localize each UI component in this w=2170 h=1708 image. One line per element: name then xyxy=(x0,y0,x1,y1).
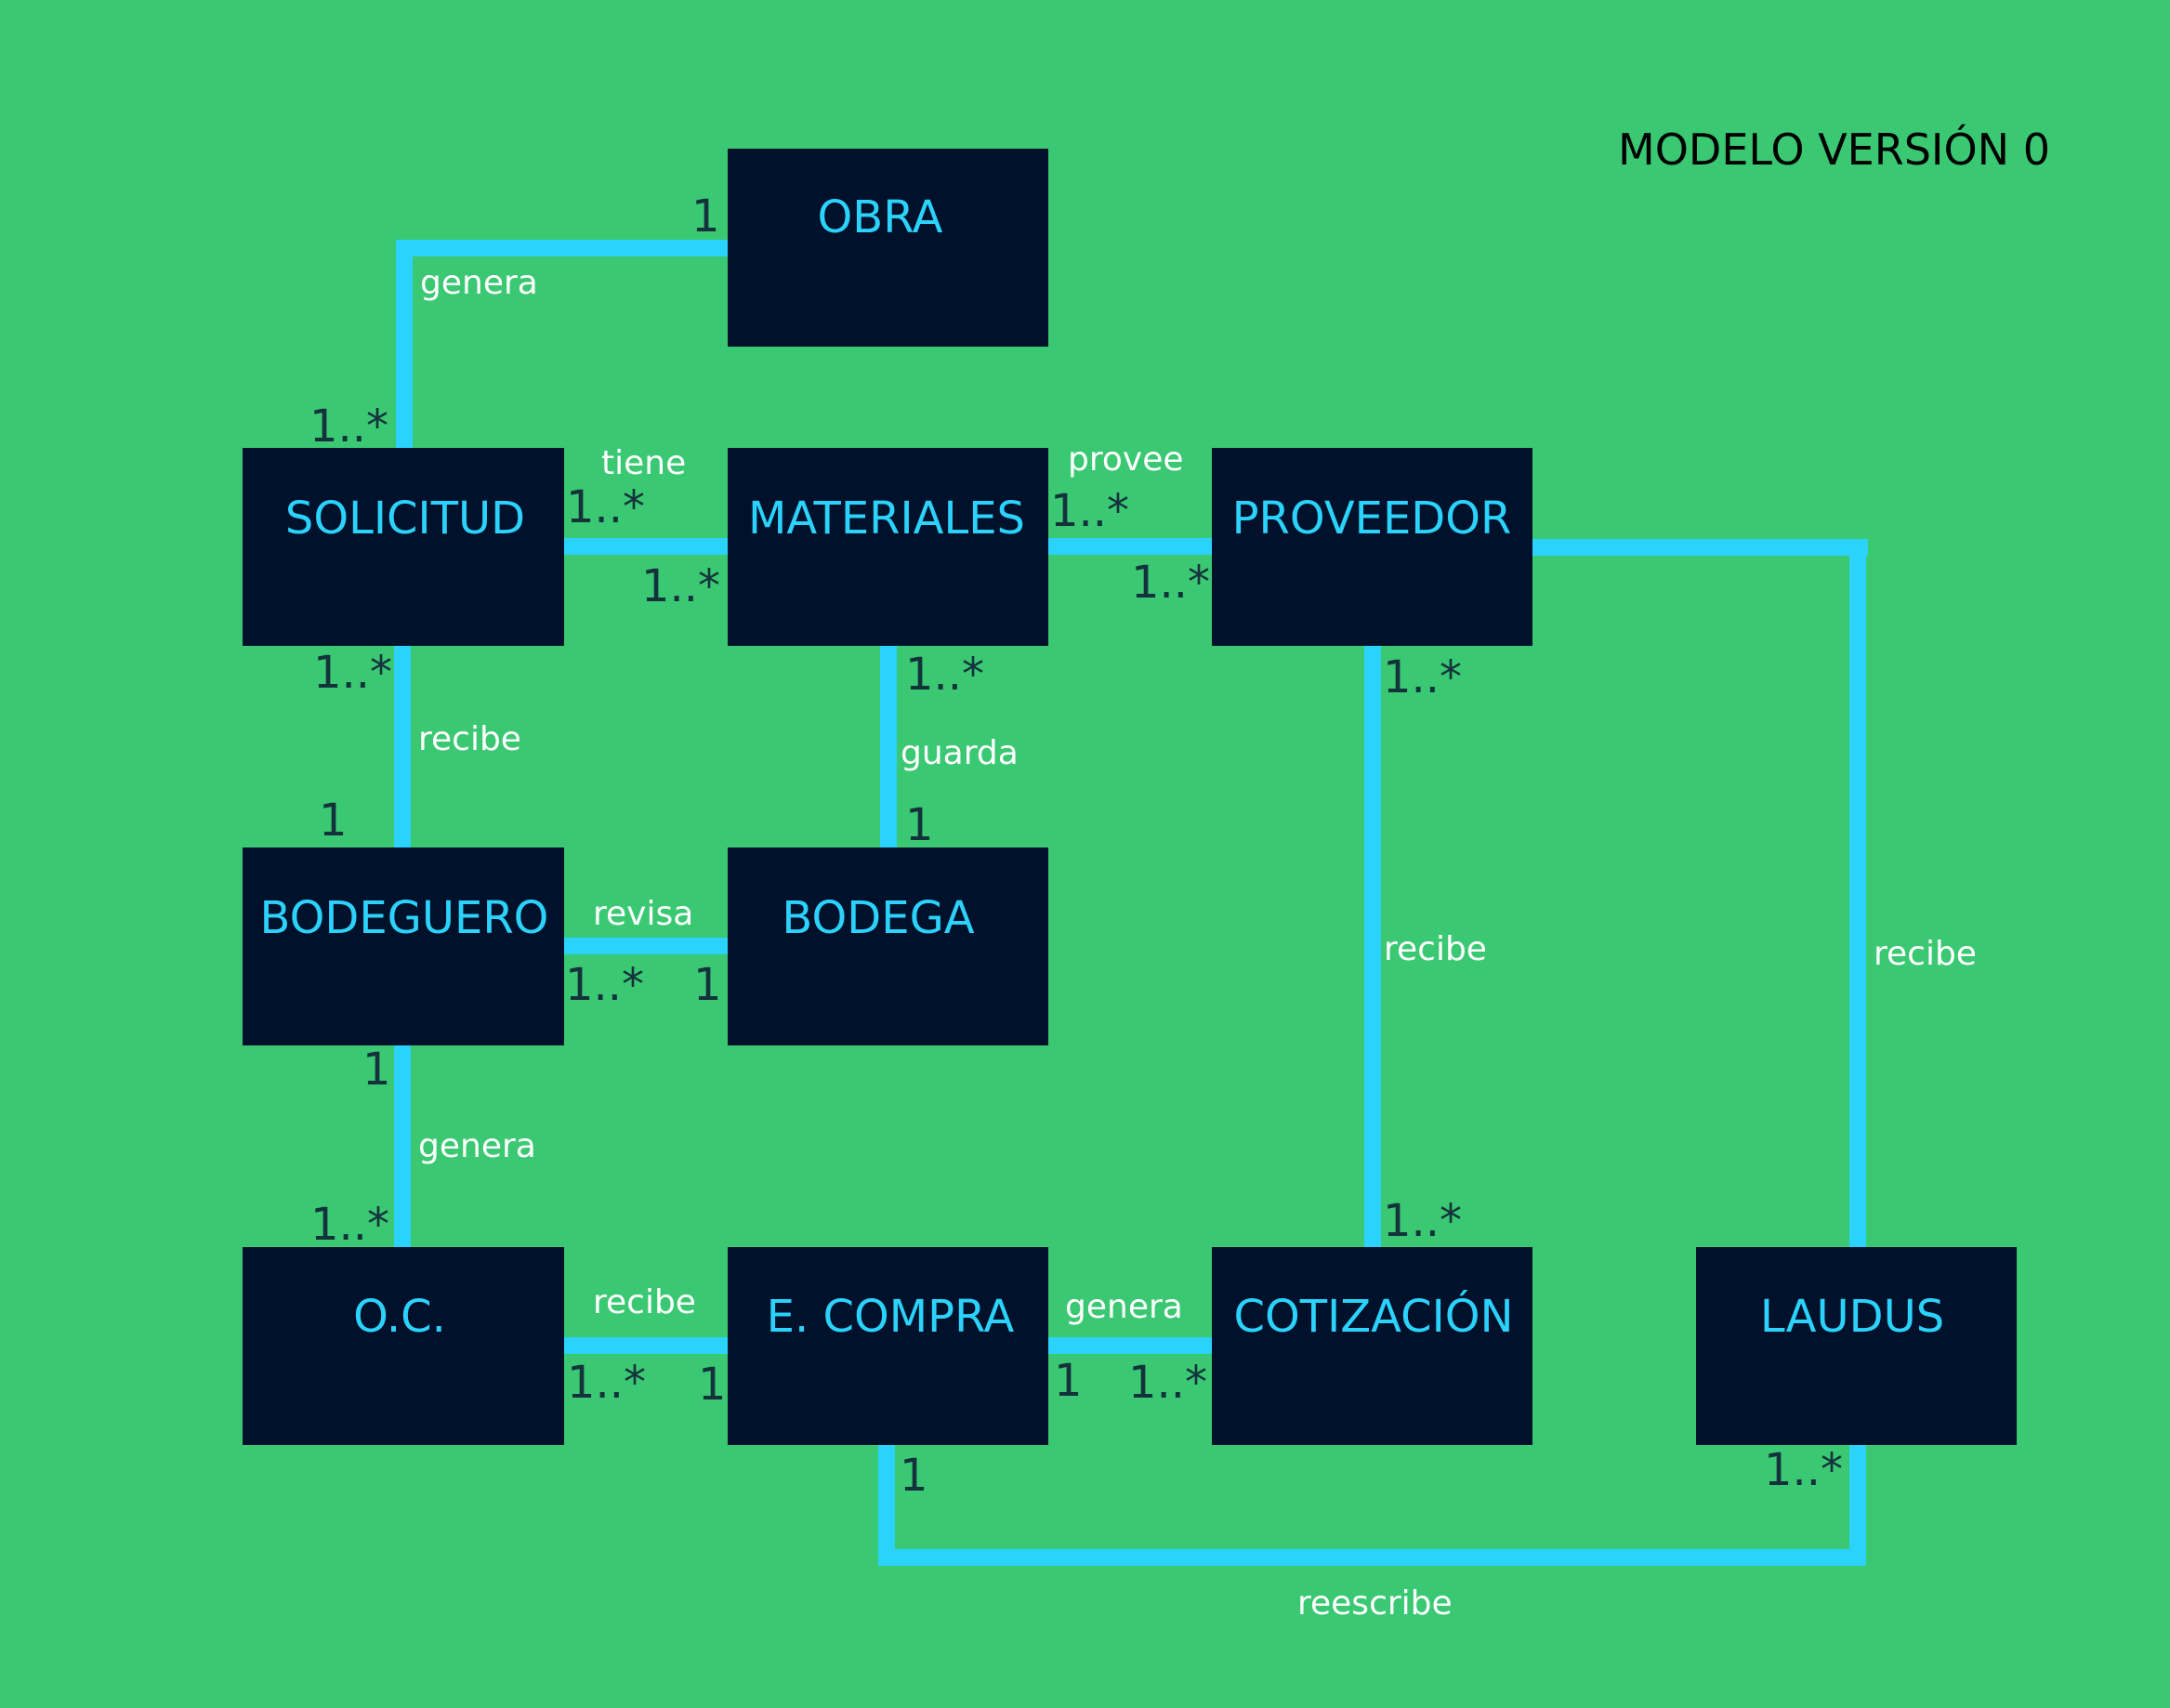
entity-bodega-label: BODEGA xyxy=(782,892,974,944)
entity-proveedor-label: PROVEEDOR xyxy=(1232,493,1512,545)
multiplicity-proveedor-cotizacion-a: 1..* xyxy=(1383,651,1462,703)
relation-label-proveedor-laudus: recibe xyxy=(1874,935,1977,973)
relation-label-ecompra-cotizacion: genera xyxy=(1065,1288,1183,1326)
entity-ecompra-label: E. COMPRA xyxy=(767,1291,1015,1343)
multiplicity-solicitud-bodeguero-a: 1..* xyxy=(313,647,392,699)
diagram-title: MODELO VERSIÓN 0 xyxy=(1618,125,2050,175)
entity-solicitud[interactable]: SOLICITUD xyxy=(243,448,564,646)
multiplicity-materiales-bodega-a: 1..* xyxy=(905,649,984,701)
connector-proveedor-laudus xyxy=(1532,539,1868,1247)
multiplicity-ecompra-cotizacion-a: 1 xyxy=(1054,1355,1083,1407)
relation-label-bodeguero-oc: genera xyxy=(418,1127,536,1165)
multiplicity-ecompra-laudus-a: 1 xyxy=(900,1450,928,1502)
entity-laudus-label: LAUDUS xyxy=(1760,1291,1944,1343)
multiplicity-obra-side: 1 xyxy=(691,191,720,243)
multiplicity-solicitud-materiales-a: 1..* xyxy=(566,481,645,533)
multiplicity-bodeguero-oc-a: 1 xyxy=(362,1044,391,1096)
relation-label-proveedor-cotizacion: recibe xyxy=(1384,930,1487,968)
relation-label-solicitud-bodeguero: recibe xyxy=(418,720,521,758)
relation-label-obra-solicitud: genera xyxy=(420,264,538,302)
entity-bodega[interactable]: BODEGA xyxy=(728,847,1048,1045)
relation-label-bodeguero-bodega: revisa xyxy=(593,895,693,933)
multiplicity-proveedor-cotizacion-b: 1..* xyxy=(1383,1195,1462,1247)
multiplicity-solicitud-materiales-b: 1..* xyxy=(641,560,720,612)
multiplicity-solicitud-bodeguero-b: 1 xyxy=(319,795,348,847)
multiplicity-bodeguero-oc-b: 1..* xyxy=(310,1199,389,1251)
entity-obra-label: OBRA xyxy=(818,191,943,243)
multiplicity-ecompra-cotizacion-b: 1..* xyxy=(1128,1357,1207,1409)
entity-bodeguero[interactable]: BODEGUERO xyxy=(243,847,564,1045)
entity-bodeguero-label: BODEGUERO xyxy=(260,892,549,944)
entity-ecompra[interactable]: E. COMPRA xyxy=(728,1247,1048,1445)
entity-cotizacion[interactable]: COTIZACIÓN xyxy=(1212,1247,1532,1445)
multiplicity-oc-ecompra-b: 1 xyxy=(698,1359,727,1411)
relation-label-solicitud-materiales: tiene xyxy=(601,444,686,482)
entity-solicitud-label: SOLICITUD xyxy=(285,493,525,545)
relation-label-ecompra-laudus: reescribe xyxy=(1297,1584,1453,1623)
entity-materiales-label: MATERIALES xyxy=(748,493,1025,545)
entity-materiales[interactable]: MATERIALES xyxy=(728,448,1048,646)
entity-oc-label: O.C. xyxy=(353,1291,446,1343)
entity-proveedor[interactable]: PROVEEDOR xyxy=(1212,448,1532,646)
multiplicity-materiales-proveedor-b: 1..* xyxy=(1131,557,1210,609)
relation-label-materiales-bodega: guarda xyxy=(901,734,1019,772)
multiplicity-solicitud-side: 1..* xyxy=(309,401,388,453)
connector-ecompra-laudus xyxy=(878,1445,1866,1566)
relation-label-materiales-proveedor: provee xyxy=(1068,440,1184,479)
entity-obra[interactable]: OBRA xyxy=(728,149,1048,347)
multiplicity-bodeguero-bodega-b: 1 xyxy=(693,959,722,1011)
multiplicity-materiales-bodega-b: 1 xyxy=(905,799,934,851)
relation-label-oc-ecompra: recibe xyxy=(593,1283,696,1321)
entity-cotizacion-label: COTIZACIÓN xyxy=(1233,1290,1513,1343)
entity-laudus[interactable]: LAUDUS xyxy=(1696,1247,2017,1445)
entity-oc[interactable]: O.C. xyxy=(243,1247,564,1445)
multiplicity-bodeguero-bodega-a: 1..* xyxy=(565,959,644,1011)
multiplicity-materiales-proveedor-a: 1..* xyxy=(1050,485,1129,537)
multiplicity-ecompra-laudus-b: 1..* xyxy=(1764,1444,1843,1496)
multiplicity-oc-ecompra-a: 1..* xyxy=(567,1357,646,1409)
connector-obra-solicitud xyxy=(396,240,728,448)
